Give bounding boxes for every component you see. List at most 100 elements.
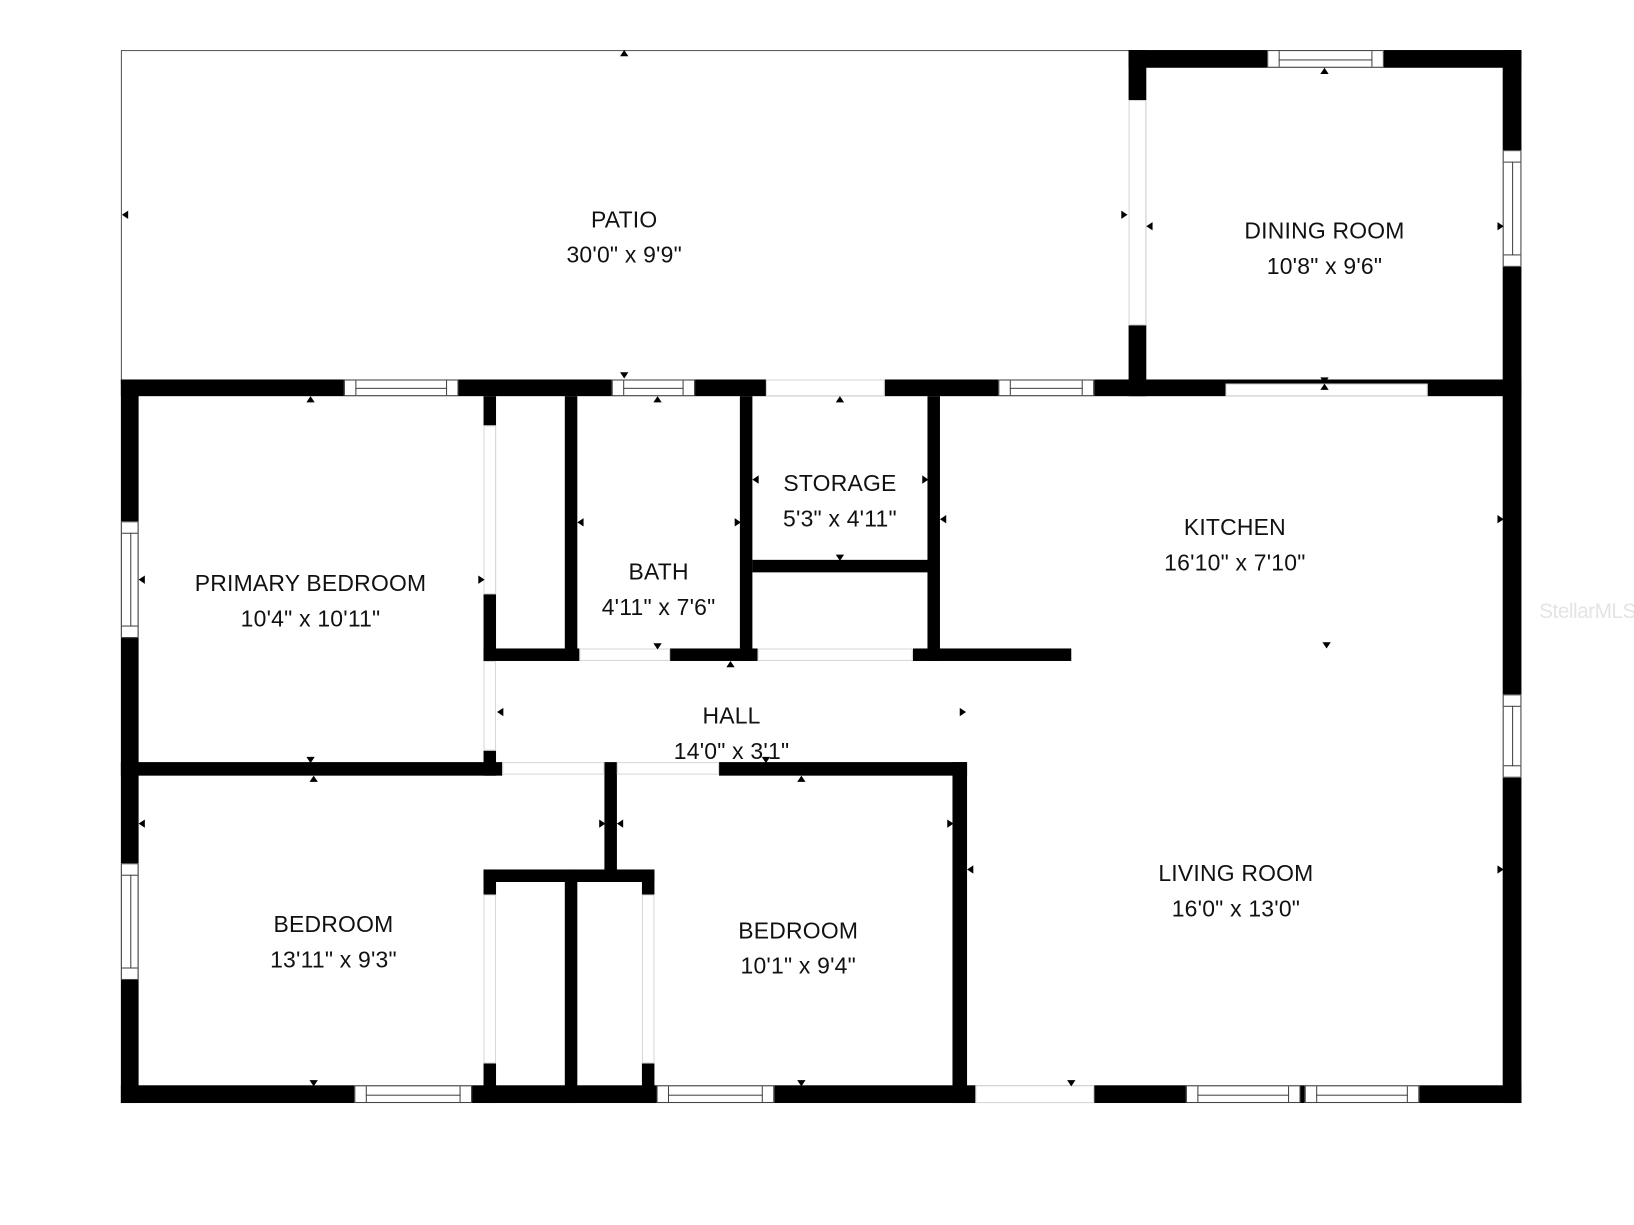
wall (927, 396, 940, 661)
dimension-marker-icon (309, 775, 318, 782)
window (120, 521, 139, 639)
dimension-marker-icon (726, 660, 735, 668)
room-dimensions: 5'3" x 4'11" (783, 505, 897, 532)
wall (483, 869, 497, 895)
dimension-marker-icon (497, 707, 504, 717)
room-label-hall: HALL 14'0" x 3'1" (674, 699, 789, 770)
dimension-marker-icon (967, 865, 974, 874)
dimension-marker-icon (1121, 210, 1128, 219)
room-label-patio: PATIO 30'0" x 9'9" (566, 202, 681, 273)
wall (641, 869, 655, 895)
doorway (641, 894, 655, 1064)
room-name: BEDROOM (273, 911, 394, 938)
window (1185, 1085, 1301, 1104)
wall (912, 648, 1072, 661)
doorway (502, 762, 605, 775)
dimension-marker-icon (306, 756, 315, 764)
doorway (757, 648, 913, 661)
watermark: StellarMLS (1539, 600, 1634, 624)
dimension-marker-icon (752, 475, 759, 484)
wall (564, 396, 578, 661)
wall (719, 762, 968, 776)
room-dimensions: 10'8" x 9'6" (1266, 253, 1383, 280)
window (1502, 150, 1522, 267)
room-dimensions: 14'0" x 3'1" (673, 738, 790, 765)
window (1304, 1085, 1420, 1104)
dimension-marker-icon (959, 707, 967, 717)
wall (641, 1063, 655, 1104)
room-label-storage: STORAGE 5'3" x 4'11" (783, 466, 897, 537)
room-name: STORAGE (783, 470, 897, 497)
window (998, 379, 1095, 397)
dimension-marker-icon (939, 515, 947, 524)
dimension-marker-icon (761, 756, 771, 764)
doorway (579, 648, 671, 661)
room-label-bedroom-3: BEDROOM 10'1" x 9'4" (738, 913, 858, 984)
dimension-marker-icon (1497, 865, 1504, 874)
dimension-marker-icon (620, 50, 629, 57)
dimension-marker-icon (835, 554, 845, 561)
dimension-marker-icon (1146, 222, 1153, 231)
dimension-marker-icon (599, 819, 606, 828)
window (611, 379, 696, 397)
doorway (975, 1085, 1095, 1104)
dimension-marker-icon (1497, 515, 1504, 524)
dimension-marker-icon (797, 775, 806, 782)
dimension-marker-icon (1497, 222, 1504, 231)
dimension-marker-icon (734, 518, 741, 527)
dimension-marker-icon (306, 396, 315, 403)
dimension-marker-icon (478, 575, 485, 584)
dimension-marker-icon (620, 372, 629, 379)
wall (739, 396, 753, 661)
dimension-marker-icon (1320, 67, 1329, 75)
wall (1502, 50, 1522, 1104)
room-label-dining-room: DINING ROOM 10'8" x 9'6" (1244, 214, 1404, 285)
wall (604, 762, 617, 875)
room-dimensions: 16'0" x 13'0" (1171, 895, 1301, 922)
dimension-marker-icon (616, 819, 624, 828)
dimension-marker-icon (138, 819, 145, 828)
doorway (1128, 100, 1147, 326)
wall (120, 379, 139, 1104)
wall (752, 559, 936, 573)
dimension-marker-icon (653, 396, 662, 403)
dimension-marker-icon (1320, 377, 1329, 384)
dimension-marker-icon (835, 396, 845, 403)
room-label-living-room: LIVING ROOM 16'0" x 13'0" (1158, 856, 1313, 927)
room-dimensions: 10'4" x 10'11" (240, 605, 381, 632)
dimension-marker-icon (922, 475, 929, 484)
dimension-marker-icon (309, 1080, 318, 1087)
patio-outline (120, 50, 1132, 384)
doorway (483, 660, 497, 751)
room-name: BEDROOM (738, 917, 859, 944)
doorway (765, 379, 885, 397)
wall (483, 648, 580, 661)
room-name: HALL (702, 702, 761, 729)
room-dimensions: 30'0" x 9'9" (566, 241, 682, 268)
dimension-marker-icon (1322, 642, 1331, 649)
room-label-bedroom-2: BEDROOM 13'11" x 9'3" (270, 907, 397, 978)
room-dimensions: 16'10" x 7'10" (1164, 549, 1306, 576)
room-dimensions: 13'11" x 9'3" (270, 946, 397, 973)
room-name: KITCHEN (1183, 513, 1286, 541)
window (120, 863, 139, 980)
window (1267, 50, 1384, 68)
room-name: PATIO (590, 206, 658, 233)
dimension-marker-icon (947, 819, 954, 828)
room-name: BATH (628, 558, 689, 585)
room-name: PRIMARY BEDROOM (194, 570, 427, 597)
doorway (483, 425, 497, 595)
doorway (483, 894, 497, 1064)
wall (564, 869, 578, 1104)
dimension-marker-icon (653, 643, 662, 650)
room-label-primary-bedroom: PRIMARY BEDROOM 10'4" x 10'11" (195, 566, 427, 637)
room-dimensions: 10'1" x 9'4" (740, 952, 856, 979)
wall (483, 750, 497, 776)
room-name: LIVING ROOM (1158, 860, 1314, 887)
window (1502, 694, 1522, 778)
window (343, 379, 459, 397)
wall (483, 1063, 497, 1104)
window (656, 1085, 775, 1104)
doorway (616, 762, 720, 775)
